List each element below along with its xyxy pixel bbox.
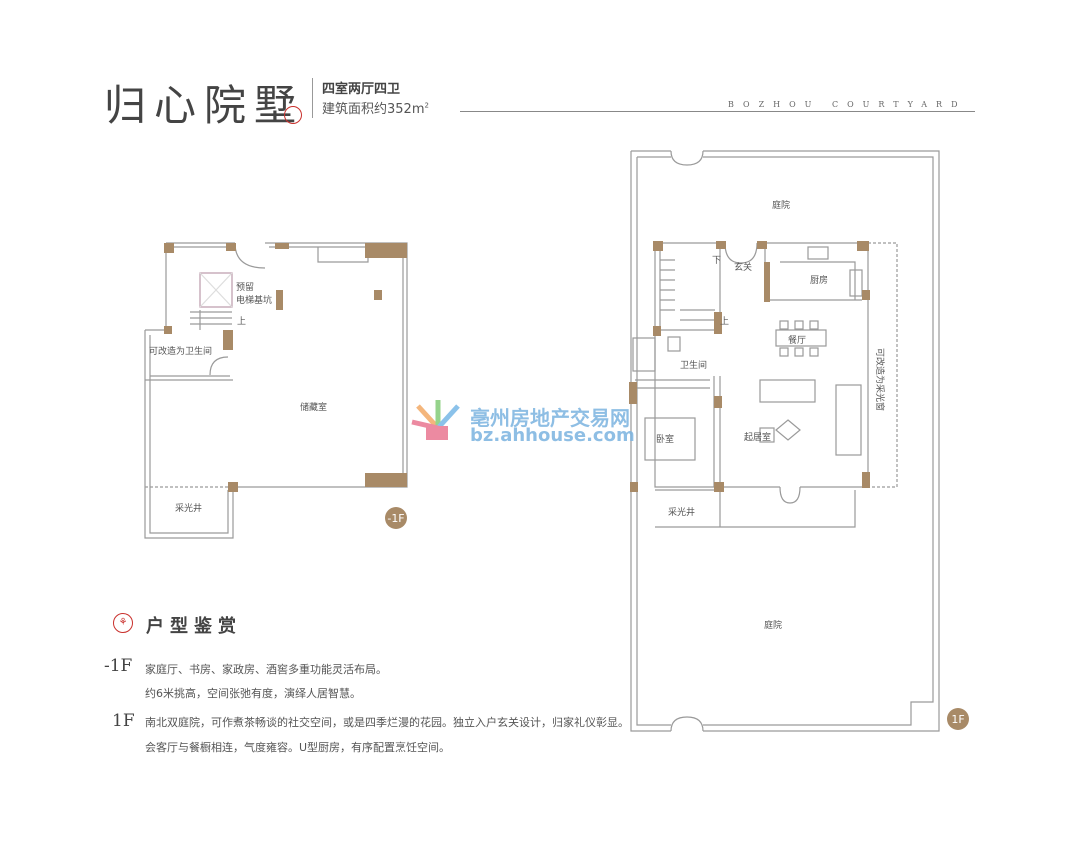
desc-line: 南北双庭院，可作煮茶畅谈的社交空间，或是四季烂漫的花园。独立入户玄关设计，归家礼… [145,716,629,729]
room-label: 玄关 [734,261,752,273]
floor-badge-ground [947,708,969,730]
room-label: 餐厅 [788,334,806,346]
room-label: 起居室 [744,431,771,443]
room-label: 可改造为采光窗 [874,348,886,411]
basement-plan [144,242,408,539]
english-title: BOZHOU COURTYARD [728,100,967,109]
room-label: 厨房 [810,274,828,286]
room-label: 下 [712,256,721,266]
room-label: 卫生间 [680,359,707,371]
room-label: 采光井 [175,502,202,514]
room-label: 可改造为卫生间 [149,345,212,357]
room-label: 上 [720,316,729,327]
room-label: 采光井 [668,506,695,518]
room-label: 储藏室 [300,401,327,413]
floor-label: -1F [104,656,133,676]
room-label: 电梯基坑 [236,294,272,306]
watermark-url: bz.ahhouse.com [470,425,635,446]
section-seal-icon: ⚘ [113,613,133,633]
floor-badge-text: 1F [951,713,964,726]
room-label: 上 [237,316,246,327]
watermark-name: 亳州房地产交易网 [470,406,630,430]
desc-line: 家庭厅、书房、家政房、酒窖多重功能灵活布局。 [145,663,387,676]
layout-text: 四室两厅四卫 [322,82,401,97]
floor-label: 1F [112,711,135,731]
area-text: 建筑面积约352m2 [322,98,429,117]
seal-icon [284,106,302,124]
project-title: 归心院墅 [104,81,305,130]
room-label: 卧室 [656,433,674,445]
room-label: 预留 [236,281,254,293]
divider [312,78,313,118]
header-rule [460,111,975,112]
floor-badge-basement [385,507,407,529]
desc-line: 会客厅与餐橱相连，气度雍容。U型厨房，有序配置烹饪空间。 [145,741,451,754]
desc-line: 约6米挑高，空间张弛有度，演绎人居智慧。 [145,687,361,700]
floor-badge-text: -1F [387,512,404,525]
ground-plan [629,150,940,732]
room-label: 庭院 [764,619,782,631]
watermark-logo-icon [408,398,468,446]
section-title: 户型鉴赏 [146,616,242,637]
area-unit-sup: 2 [424,101,429,110]
room-label: 庭院 [772,199,790,211]
area-value: 建筑面积约352m [322,102,425,117]
